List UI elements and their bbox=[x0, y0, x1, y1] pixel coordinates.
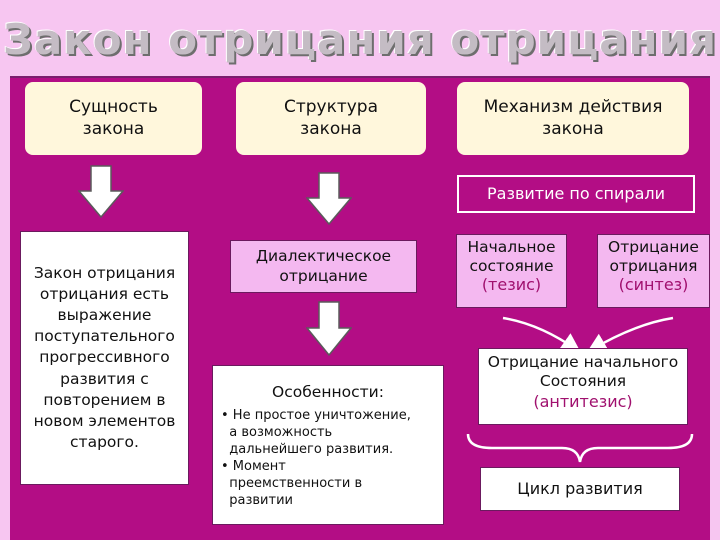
down-arrow-icon bbox=[78, 165, 124, 219]
feature-item: • Не простое уничтожение, а возможность … bbox=[221, 408, 411, 457]
structure-box: Структура закона bbox=[236, 82, 426, 155]
initial-state-box: Начальное состояние (тезис) bbox=[456, 234, 567, 308]
feature-item: • Момент преемственности в развитии bbox=[221, 458, 363, 508]
development-cycle-box: Цикл развития bbox=[480, 467, 680, 511]
down-arrow-icon bbox=[306, 301, 352, 357]
thesis-label: (тезис) bbox=[481, 275, 542, 295]
negation-initial-state-box: Отрицание начального Состояния (антитези… bbox=[478, 348, 688, 425]
initial-state-label: Начальное состояние bbox=[467, 238, 556, 275]
dialectic-negation-box: Диалектическое отрицание bbox=[230, 240, 417, 293]
antithesis-label: (антитезис) bbox=[533, 391, 633, 411]
law-definition-box: Закон отрицания отрицания есть выражение… bbox=[20, 231, 189, 485]
spiral-development-box: Развитие по спирали bbox=[457, 175, 695, 213]
slide-title: Закон отрицания отрицания bbox=[3, 14, 717, 64]
essence-box: Сущность закона bbox=[25, 82, 202, 155]
brace-icon bbox=[466, 433, 694, 463]
negation-of-negation-label: Отрицание отрицания bbox=[608, 238, 699, 275]
features-box: Особенности: • Не простое уничтожение, а… bbox=[212, 365, 444, 525]
synthesis-label: (синтез) bbox=[618, 275, 689, 295]
down-arrow-icon bbox=[306, 172, 352, 226]
title-underline bbox=[10, 76, 710, 78]
negation-initial-label: Отрицание начального Состояния bbox=[487, 353, 679, 391]
negation-of-negation-box: Отрицание отрицания (синтез) bbox=[597, 234, 710, 308]
converging-arrows-icon bbox=[502, 316, 674, 353]
features-heading: Особенности: bbox=[272, 383, 384, 401]
mechanism-box: Механизм действия закона bbox=[457, 82, 689, 155]
